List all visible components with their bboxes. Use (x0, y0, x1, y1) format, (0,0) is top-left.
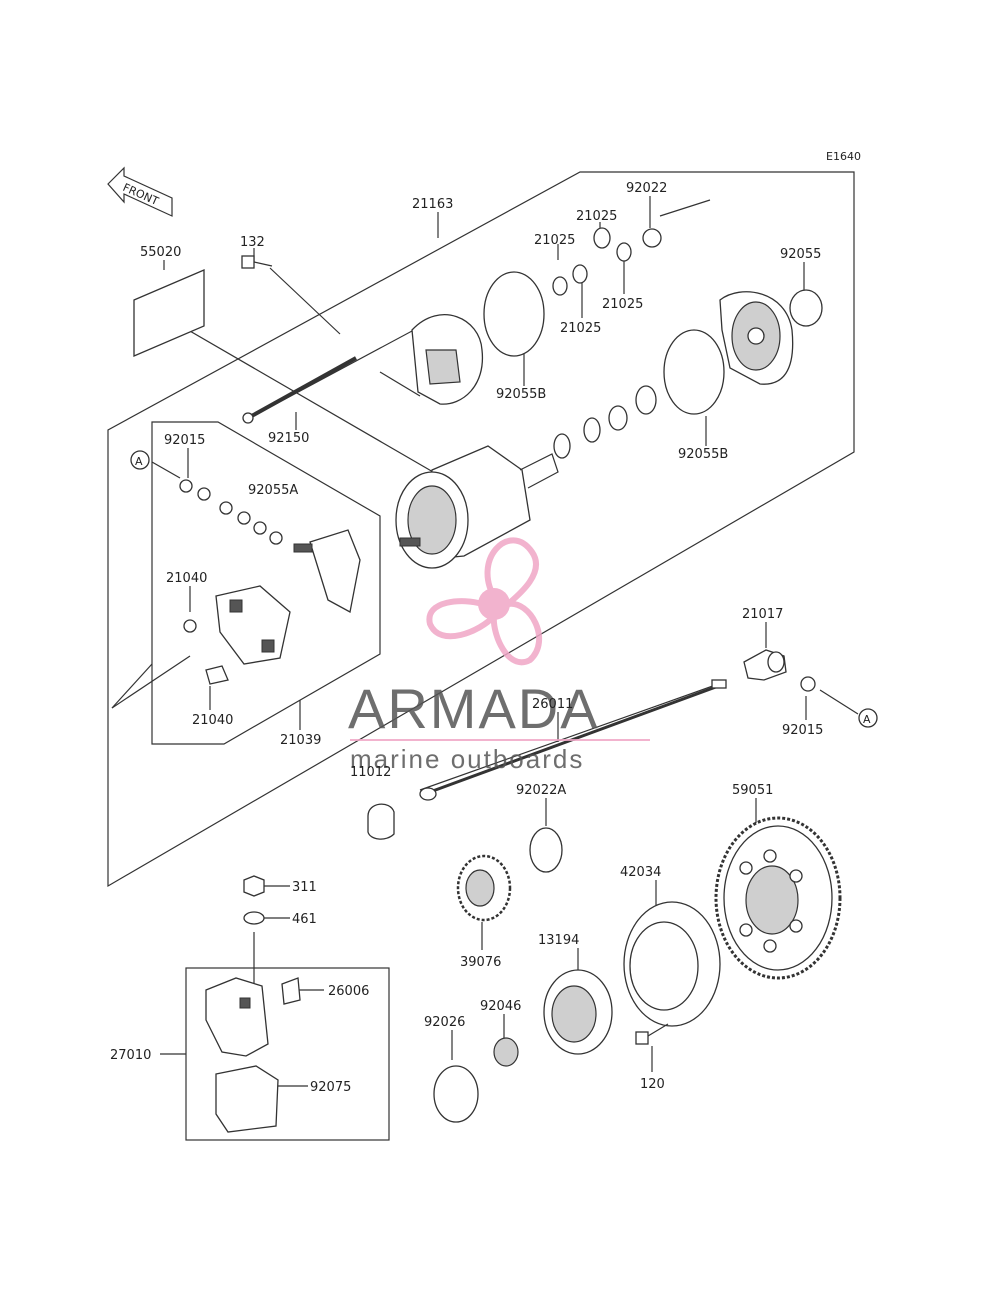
diagram-code: E1640 (826, 150, 861, 163)
part-label-21040: 21040 (166, 571, 207, 586)
armature-washers-icon (553, 385, 657, 459)
rear-cover-icon (719, 291, 794, 385)
idle-gear-icon (456, 854, 512, 922)
part-label-92015: 92015 (782, 723, 823, 738)
leader-lines (111, 196, 859, 1087)
nut-311-icon (243, 875, 265, 897)
part-label-13194: 13194 (538, 933, 579, 948)
watermark-tagline: marine outboards (350, 744, 584, 774)
part-label-21039: 21039 (280, 733, 321, 748)
starter-assembly-outline (107, 171, 855, 888)
part-label-27010: 27010 (110, 1048, 151, 1063)
bolt-120-icon (635, 1023, 669, 1045)
part-label-311: 311 (292, 880, 317, 895)
washer-large-icon (529, 827, 563, 873)
starter-gear-icon (714, 816, 842, 980)
propeller-logo-icon (426, 537, 543, 666)
svg-text:A: A (135, 455, 143, 468)
part-label-92055: 92055 (780, 247, 821, 262)
o-ring-small-icon (789, 289, 823, 327)
part-label-21040: 21040 (192, 713, 233, 728)
ref-marker-right: A (858, 708, 878, 728)
nut-right-icon (800, 676, 816, 692)
part-label-21025: 21025 (602, 297, 643, 312)
part-label-92150: 92150 (268, 431, 309, 446)
watermark-brand: ARMADA (348, 677, 600, 740)
part-label-39076: 39076 (460, 955, 501, 970)
brush-holder-outline (151, 421, 381, 745)
needle-bearing-icon (493, 1037, 519, 1067)
part-label-92075: 92075 (310, 1080, 351, 1095)
clutch-housing-icon (623, 901, 721, 1027)
part-label-92055b: 92055B (496, 387, 546, 402)
front-arrow-icon: FRONT (107, 166, 173, 217)
motor-yoke-icon (395, 445, 559, 569)
part-label-55020: 55020 (140, 245, 181, 260)
part-label-21025: 21025 (576, 209, 617, 224)
part-label-92046: 92046 (480, 999, 521, 1014)
one-way-clutch-icon (543, 969, 613, 1055)
through-bolt-icon (242, 356, 357, 424)
part-label-42034: 42034 (620, 865, 661, 880)
washer-461-icon (243, 911, 265, 925)
thrust-washer-icon (433, 1065, 479, 1123)
part-label-92055a: 92055A (248, 483, 298, 498)
o-ring-top-icon (483, 271, 545, 357)
part-label-92055b: 92055B (678, 447, 728, 462)
part-label-120: 120 (640, 1077, 665, 1092)
part-label-21163: 21163 (412, 197, 453, 212)
part-label-21025: 21025 (560, 321, 601, 336)
label-plate (133, 269, 205, 357)
o-ring-bottom-icon (663, 329, 725, 415)
ref-marker-left: A (130, 450, 150, 470)
part-label-59051: 59051 (732, 783, 773, 798)
bolt-132-icon (241, 255, 273, 269)
brush-holder-parts-icon (179, 479, 361, 685)
part-label-26011: 26011 (532, 697, 573, 712)
part-label-21017: 21017 (742, 607, 783, 622)
part-label-92022a: 92022A (516, 783, 566, 798)
watermark: ARMADA marine outboards (348, 537, 650, 774)
starter-relay-icon (205, 977, 301, 1133)
part-label-132: 132 (240, 235, 265, 250)
terminal-boot-icon (743, 649, 787, 681)
part-label-21025: 21025 (534, 233, 575, 248)
washer-stack-icon (552, 227, 662, 296)
cap-icon (367, 803, 395, 840)
svg-text:A: A (863, 713, 871, 726)
part-label-461: 461 (292, 912, 317, 927)
part-label-11012: 11012 (350, 765, 391, 780)
cable-icon (419, 679, 727, 801)
part-label-92015: 92015 (164, 433, 205, 448)
part-label-92022: 92022 (626, 181, 667, 196)
part-label-92026: 92026 (424, 1015, 465, 1030)
part-label-26006: 26006 (328, 984, 369, 999)
front-cover-icon (411, 314, 484, 405)
